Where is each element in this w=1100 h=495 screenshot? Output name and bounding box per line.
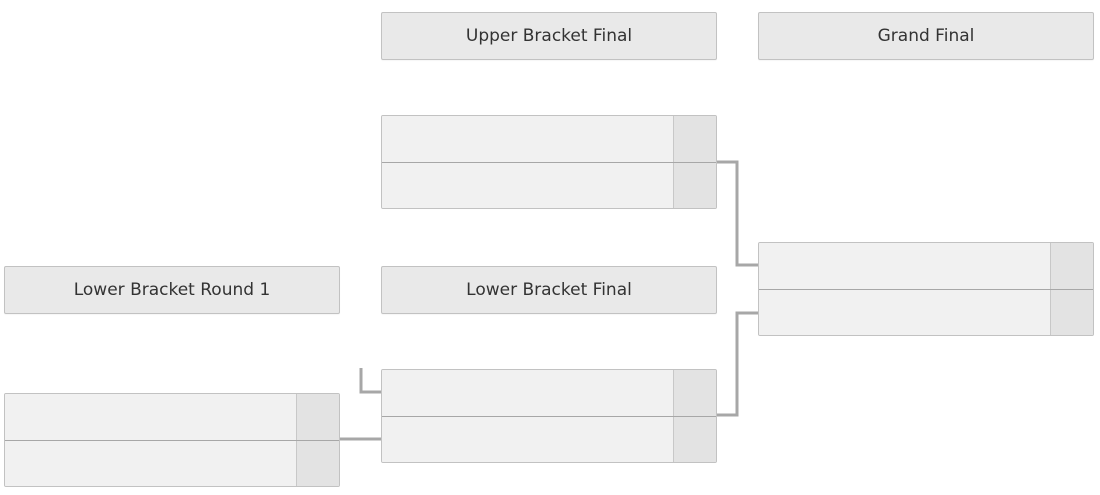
round-header-lower-round-1: Lower Bracket Round 1 [4,266,340,314]
match-slot-top[interactable] [5,394,339,442]
match-upper-final[interactable] [381,115,717,209]
match-slot-bottom[interactable] [5,441,339,486]
team-name [759,243,1050,289]
round-title: Lower Bracket Final [466,280,632,300]
connector-lower-final-to-grand [716,311,758,417]
team-score [296,394,339,440]
team-name [382,370,673,416]
match-lower-final[interactable] [381,369,717,463]
match-slot-bottom[interactable] [382,417,716,462]
round-title: Grand Final [877,26,975,46]
team-score [673,370,716,416]
team-score [1050,290,1093,335]
team-score [296,441,339,486]
round-header-lower-final: Lower Bracket Final [381,266,717,314]
team-score [673,116,716,162]
match-slot-top[interactable] [382,116,716,164]
team-name [5,441,296,486]
match-slot-bottom[interactable] [382,163,716,208]
team-name [382,163,673,208]
round-title: Upper Bracket Final [465,26,633,46]
match-lower-round-1[interactable] [4,393,340,487]
match-slot-top[interactable] [382,370,716,418]
connector-into-lower-final-top [359,368,381,394]
match-slot-top[interactable] [759,243,1093,291]
team-name [5,394,296,440]
team-name [382,417,673,462]
connector-upper-to-grand [716,160,758,267]
team-name [759,290,1050,335]
match-slot-bottom[interactable] [759,290,1093,335]
round-header-grand-final: Grand Final [758,12,1094,60]
round-title: Lower Bracket Round 1 [73,280,271,300]
team-score [673,163,716,208]
round-header-upper-final: Upper Bracket Final [381,12,717,60]
team-score [673,417,716,462]
match-grand-final[interactable] [758,242,1094,336]
team-name [382,116,673,162]
team-score [1050,243,1093,289]
